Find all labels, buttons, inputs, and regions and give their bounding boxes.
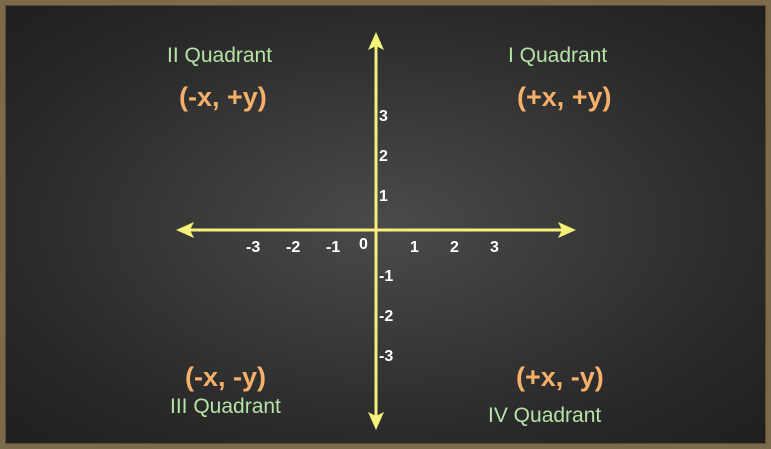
- quadrant-1-name: I Quadrant: [508, 44, 608, 67]
- y-tick-label: -2: [379, 308, 393, 325]
- origin-label: 0: [359, 236, 368, 253]
- y-tick-label: 1: [379, 188, 388, 205]
- y-tick-label: 3: [379, 108, 388, 125]
- y-tick-label: -3: [379, 348, 393, 365]
- x-axis-left-arrow: [176, 222, 194, 238]
- y-axis-bottom-arrow: [368, 412, 384, 430]
- y-axis-top-arrow: [368, 32, 384, 50]
- y-tick-label: 2: [379, 148, 388, 165]
- quadrant-3-name: III Quadrant: [170, 395, 281, 418]
- quadrant-1-signs: (+x, +y): [517, 82, 612, 112]
- x-tick-label: 1: [410, 239, 419, 256]
- x-tick-label: -1: [326, 239, 340, 256]
- quadrant-2-name: II Quadrant: [167, 44, 273, 67]
- x-tick-label: -3: [246, 239, 260, 256]
- quadrant-2-signs: (-x, +y): [179, 82, 267, 112]
- x-tick-label: -2: [286, 239, 300, 256]
- x-axis-right-arrow: [558, 222, 576, 238]
- quadrant-4-name: IV Quadrant: [488, 404, 602, 427]
- quadrant-4-signs: (+x, -y): [516, 362, 604, 392]
- x-tick-label: 2: [450, 239, 459, 256]
- y-tick-label: -1: [379, 268, 393, 285]
- x-tick-label: 3: [490, 239, 499, 256]
- quadrant-3-signs: (-x, -y): [185, 362, 266, 392]
